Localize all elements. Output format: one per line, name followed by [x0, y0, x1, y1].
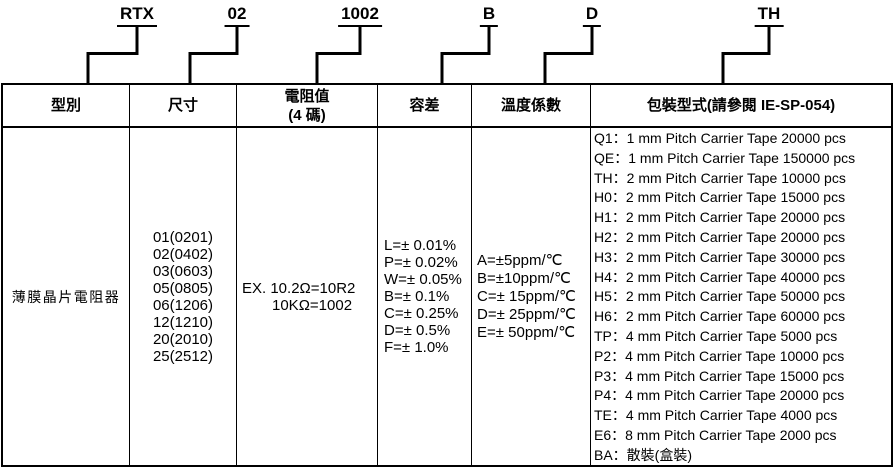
connector-packaging: [721, 27, 771, 85]
header-label: 尺寸: [167, 97, 198, 114]
type-value: 薄膜晶片電阻器: [11, 288, 121, 305]
size-option: 01(0201): [152, 228, 214, 246]
packaging-option: TE：4 mm Pitch Carrier Tape 4000 pcs: [594, 407, 838, 424]
resistance-cell: EX. 10.2Ω=10R2 10KΩ=1002: [237, 128, 378, 465]
column-header-size: 尺寸: [130, 85, 237, 128]
packaging-option: E6：8 mm Pitch Carrier Tape 2000 pcs: [594, 426, 837, 443]
column-header-tcr: 溫度係數: [472, 85, 591, 128]
tolerance-options: L=± 0.01%P=± 0.02%W=± 0.05%B=± 0.1%C=± 0…: [384, 237, 462, 356]
tolerance-option: W=± 0.05%: [384, 271, 462, 288]
header-label: 電阻值: [284, 87, 330, 105]
size-option: 25(2512): [152, 347, 214, 365]
part-code-segment-resistance: 1002: [338, 4, 382, 27]
column-header-packaging: 包裝型式(請參閱 IE-SP-054): [591, 85, 891, 128]
resistance-example-line2: 10KΩ=1002: [272, 296, 353, 314]
size-option: 02(0402): [152, 245, 214, 263]
connector-type: [86, 27, 139, 85]
part-code-segment-size: 02: [224, 4, 250, 27]
header-label: 容差: [409, 97, 440, 114]
connector-tolerance: [440, 27, 491, 85]
size-option: 06(1206): [152, 296, 214, 314]
tolerance-option: D=± 0.5%: [384, 322, 451, 339]
size-option: 12(1210): [152, 313, 214, 331]
tolerance-option: L=± 0.01%: [384, 237, 457, 254]
tcr-option: D=± 25ppm/℃: [477, 305, 576, 323]
part-code-segment-tolerance: B: [479, 4, 499, 27]
connector-tcr: [543, 27, 594, 85]
column-header-resistance: 電阻值 (4 碼): [237, 85, 378, 128]
tcr-option: C=± 15ppm/℃: [477, 287, 576, 305]
header-label: 包裝型式(請參閱 IE-SP-054): [646, 97, 836, 114]
packaging-option: H0：2 mm Pitch Carrier Tape 15000 pcs: [594, 189, 846, 206]
tcr-option: A=±5ppm/℃: [477, 251, 563, 269]
tolerance-cell: L=± 0.01%P=± 0.02%W=± 0.05%B=± 0.1%C=± 0…: [378, 128, 472, 465]
packaging-option: H1：2 mm Pitch Carrier Tape 20000 pcs: [594, 209, 846, 226]
packaging-option: TH：2 mm Pitch Carrier Tape 10000 pcs: [594, 169, 846, 186]
packaging-option: TP：4 mm Pitch Carrier Tape 5000 pcs: [594, 327, 838, 344]
tcr-option: E=± 50ppm/℃: [477, 323, 576, 341]
tolerance-option: C=± 0.25%: [384, 305, 459, 322]
packaging-option: H4：2 mm Pitch Carrier Tape 40000 pcs: [594, 268, 846, 285]
connector-size: [188, 27, 239, 85]
size-options: 01(0201)02(0402)03(0603)05(0805)06(1206)…: [153, 229, 213, 365]
tolerance-option: F=± 1.0%: [384, 339, 449, 356]
packaging-option: H5：2 mm Pitch Carrier Tape 50000 pcs: [594, 288, 846, 305]
packaging-option: QE：1 mm Pitch Carrier Tape 150000 pcs: [594, 149, 856, 166]
packaging-option: Q1：1 mm Pitch Carrier Tape 20000 pcs: [594, 130, 846, 146]
part-code-segment-type: RTX: [117, 4, 157, 27]
tolerance-option: P=± 0.02%: [384, 254, 458, 271]
size-option: 05(0805): [152, 279, 214, 297]
packaging-option: H6：2 mm Pitch Carrier Tape 60000 pcs: [594, 308, 846, 325]
column-header-tolerance: 容差: [378, 85, 472, 128]
size-option: 03(0603): [152, 262, 214, 280]
header-sublabel: (4 碼): [288, 106, 326, 124]
resistance-example-line1: EX. 10.2Ω=10R2: [242, 279, 356, 297]
connector-lines: [86, 27, 771, 85]
size-option: 20(2010): [152, 330, 214, 348]
tcr-option: B=±10ppm/℃: [477, 269, 571, 287]
part-code-segment-packaging: TH: [754, 4, 784, 27]
header-label: 溫度係數: [500, 97, 561, 114]
part-code-segment-tcr: D: [582, 4, 602, 27]
part-number-decode-table: 型別 尺寸 電阻值 (4 碼) 容差 溫度係數 包裝型式(請參閱 IE-SP-0…: [1, 83, 893, 467]
packaging-option: H2：2 mm Pitch Carrier Tape 20000 pcs: [594, 228, 846, 245]
packaging-option: P3：4 mm Pitch Carrier Tape 15000 pcs: [594, 367, 845, 384]
tolerance-option: B=± 0.1%: [384, 288, 450, 305]
column-header-type: 型別: [3, 85, 130, 128]
packaging-option: P2：4 mm Pitch Carrier Tape 10000 pcs: [594, 347, 845, 364]
type-cell: 薄膜晶片電阻器: [3, 128, 130, 465]
size-cell: 01(0201)02(0402)03(0603)05(0805)06(1206)…: [130, 128, 237, 465]
header-label: 型別: [50, 97, 81, 114]
packaging-option: BA：散裝(盒裝): [594, 446, 692, 463]
connector-resistance: [315, 27, 362, 85]
packaging-option: P4：4 mm Pitch Carrier Tape 20000 pcs: [594, 387, 845, 404]
packaging-option: H3：2 mm Pitch Carrier Tape 30000 pcs: [594, 248, 846, 265]
